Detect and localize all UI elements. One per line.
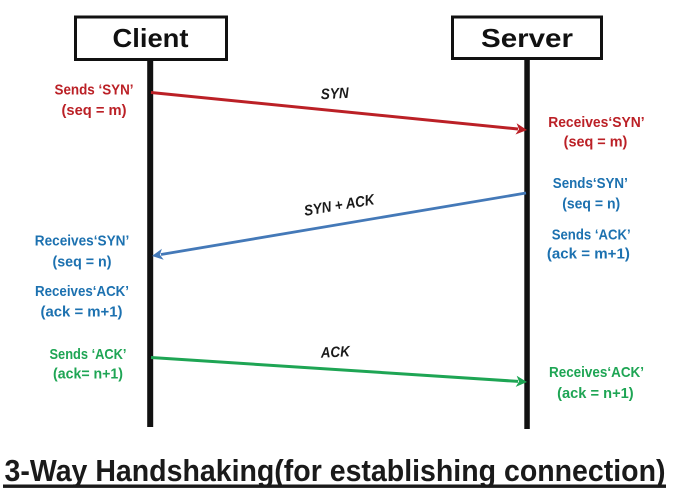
svg-text:(seq = n): (seq = n) bbox=[53, 254, 112, 271]
svg-text:SYN: SYN bbox=[320, 85, 350, 103]
svg-text:(seq = n): (seq = n) bbox=[562, 196, 620, 213]
svg-text:3-Way Handshaking(for establis: 3-Way Handshaking(for establishing conne… bbox=[5, 453, 666, 488]
svg-text:Sends‘SYN’: Sends‘SYN’ bbox=[553, 175, 628, 192]
svg-text:(ack= n+1): (ack= n+1) bbox=[53, 366, 123, 383]
svg-text:Receives‘SYN’: Receives‘SYN’ bbox=[548, 114, 644, 131]
svg-text:Receives‘SYN’: Receives‘SYN’ bbox=[35, 233, 130, 250]
svg-text:Client: Client bbox=[113, 23, 189, 53]
svg-text:Sends ‘ACK’: Sends ‘ACK’ bbox=[552, 227, 631, 244]
svg-text:ACK: ACK bbox=[319, 343, 351, 362]
svg-text:(seq = m): (seq = m) bbox=[62, 102, 127, 119]
svg-text:Sends ‘ACK’: Sends ‘ACK’ bbox=[50, 346, 127, 363]
svg-text:Sends ‘SYN’: Sends ‘SYN’ bbox=[55, 82, 134, 99]
svg-text:(ack = m+1): (ack = m+1) bbox=[547, 246, 630, 263]
svg-text:(ack = n+1): (ack = n+1) bbox=[557, 385, 634, 402]
svg-text:(ack = m+1): (ack = m+1) bbox=[41, 304, 123, 321]
svg-text:Receives‘ACK’: Receives‘ACK’ bbox=[35, 283, 129, 300]
svg-text:Server: Server bbox=[481, 23, 573, 53]
svg-text:Receives‘ACK’: Receives‘ACK’ bbox=[549, 364, 644, 381]
svg-text:(seq = m): (seq = m) bbox=[564, 134, 628, 151]
